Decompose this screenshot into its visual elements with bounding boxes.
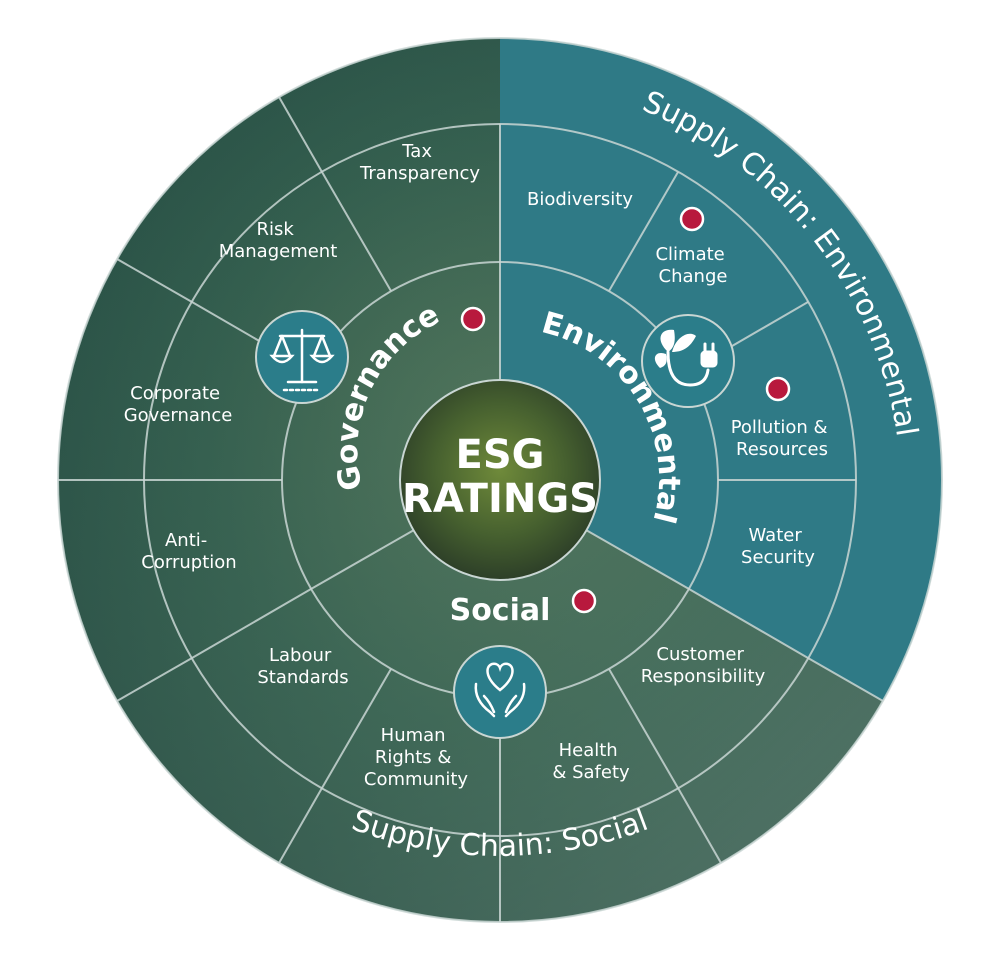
topic-tax-transparency: Tax Transparency (359, 141, 480, 184)
topic-labour-standards: Labour Standards (257, 645, 348, 688)
topic-risk-management: Risk Management (219, 219, 338, 262)
red-dot-marker (571, 588, 597, 614)
topic-customer-responsibility: Customer Responsibility (641, 644, 766, 687)
red-dot-marker-group (460, 206, 791, 614)
topic-biodiversity: Biodiversity (527, 189, 633, 210)
pillar-divider (310, 529, 415, 590)
topic-water-security: Water Security (741, 525, 815, 568)
topic-health-safety: Health & Safety (552, 740, 630, 783)
topic-labels: Tax Transparency Risk Management Corpora… (124, 141, 834, 790)
outer-dividers (58, 96, 884, 922)
topic-pollution-resources: Pollution & Resources (731, 417, 834, 460)
scales-of-justice-icon (255, 310, 349, 404)
center-title-line1: ESG (456, 432, 545, 478)
topic-corporate-governance: Corporate Governance (124, 383, 233, 426)
red-dot-marker (765, 376, 791, 402)
center-title-line2: RATINGS (402, 476, 598, 522)
pillar-title-social: Social (450, 593, 551, 628)
leaf-plug-icon (641, 314, 735, 408)
topic-climate-change: Climate Change (655, 244, 730, 287)
topic-human-rights-community: Human Rights & Community (364, 725, 469, 790)
topic-dividers (144, 124, 856, 836)
red-dot-marker (679, 206, 705, 232)
center-circle (399, 379, 601, 581)
pillar-divider (585, 529, 690, 590)
topic-anti-corruption: Anti- Corruption (141, 530, 236, 573)
heart-in-hands-icon (453, 645, 547, 739)
red-dot-marker (460, 306, 486, 332)
